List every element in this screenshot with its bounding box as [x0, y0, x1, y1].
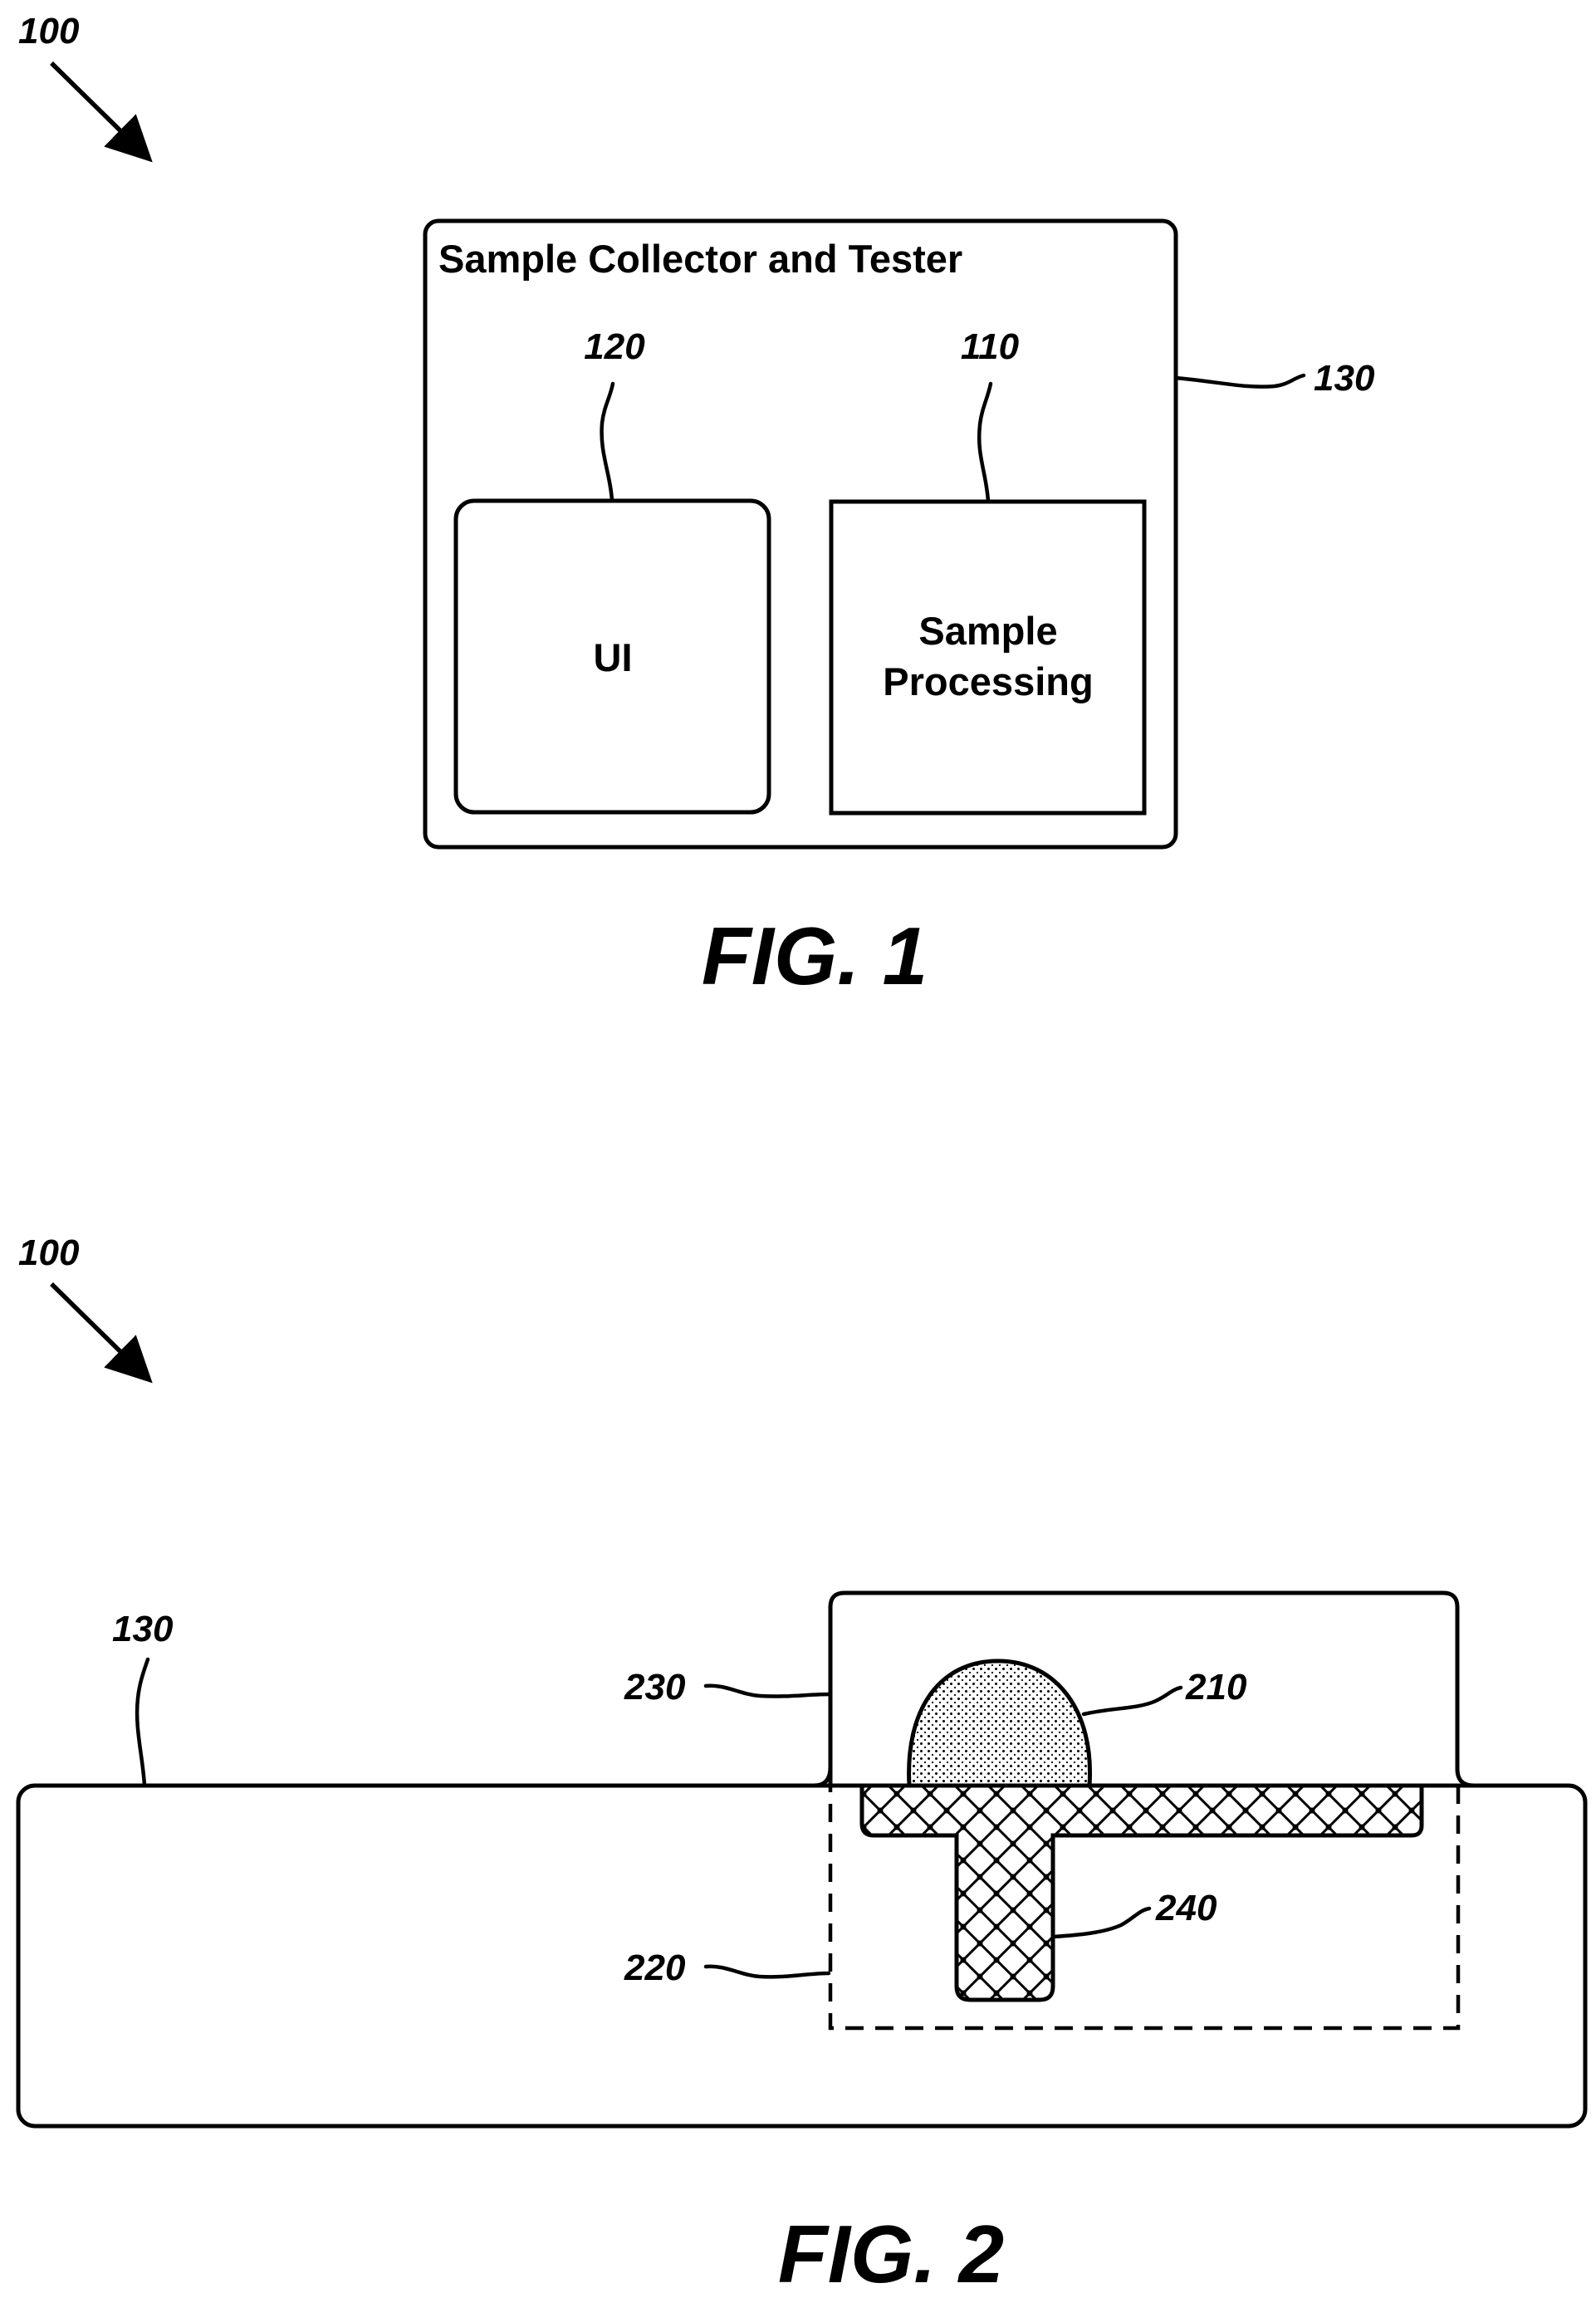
sample-processing-box [831, 502, 1144, 813]
box-title: Sample Collector and Tester [438, 237, 962, 281]
ref-arrow-icon [51, 1284, 140, 1370]
sample-210 [909, 1661, 1090, 1786]
ref-210: 210 [1185, 1667, 1247, 1708]
ref-220: 220 [624, 1948, 686, 1988]
leader-line-120 [602, 384, 613, 501]
ref-230: 230 [624, 1667, 686, 1708]
leader-line-220 [706, 1967, 829, 1977]
figure-1: 100 Sample Collector and Tester 130 UI 1… [18, 11, 1375, 1002]
leader-line-130-fig2 [137, 1659, 148, 1786]
ref-arrow-icon [51, 63, 140, 149]
ref-100-fig2: 100 [18, 1232, 80, 1273]
fig2-caption: FIG. 2 [778, 2208, 1004, 2298]
leader-line-110 [979, 384, 991, 502]
sample-collector-tester-box [425, 221, 1176, 847]
channel-240 [862, 1786, 1422, 2000]
leader-line-230 [706, 1686, 830, 1697]
sample-processing-label-line1: Sample [918, 609, 1057, 653]
figure-2: 100 130 230 220 240 210 FIG. 2 [18, 1232, 1585, 2298]
sample-processing-label-line2: Processing [883, 659, 1093, 703]
ui-box-label: UI [594, 635, 633, 679]
ref-130-fig2: 130 [112, 1609, 174, 1649]
ref-100-fig1: 100 [18, 11, 80, 51]
leader-line-240 [1053, 1908, 1149, 1937]
ref-110: 110 [961, 326, 1020, 367]
ref-130-fig1: 130 [1314, 358, 1375, 399]
leader-line-210 [1084, 1688, 1181, 1714]
cover-flange [814, 1767, 830, 1786]
fig1-caption: FIG. 1 [702, 910, 928, 1002]
leader-line-130 [1176, 375, 1304, 387]
ref-120: 120 [584, 326, 645, 367]
ref-240: 240 [1155, 1888, 1217, 1928]
